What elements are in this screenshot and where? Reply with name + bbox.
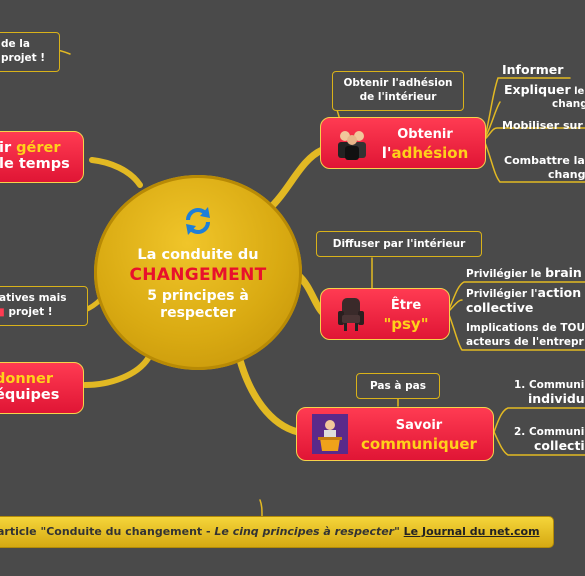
leaf-brain-bold: brain [545,265,582,280]
leaf-combattre-line2: chang [548,168,585,181]
banner-italic-title: Le cinq principes à respecter [214,525,395,538]
leaf-mobiliser[interactable]: Mobiliser sur [502,119,583,132]
left-node-donner-highlight: donner [0,371,53,387]
connector-leaf-c2 [493,431,585,456]
leaf-informer[interactable]: Informer [502,62,564,77]
branch-communiquer-highlight: communiquer [361,435,477,453]
left-node-gerer-line2: le temps [0,156,70,172]
note-adhesion: Obtenir l'adhésion de l'intérieur [332,71,464,111]
leaf-expliquer-rest: le [570,86,585,97]
connector-left-equipes [82,352,153,388]
source-banner: article "Conduite du changement - Le cin… [0,516,554,548]
leaf-implications-line1: Implications de TOU [466,322,585,334]
armchair-icon [338,298,364,331]
note-communiquer: Pas à pas [356,373,440,399]
left-note-top-line1: de la [1,38,30,50]
leaf-implications[interactable]: Implications de TOU acteurs de l'entrepr [466,321,585,349]
leaf-com2-line2: collecti [534,438,585,453]
people-group-icon [338,131,366,160]
leaf-com1-line2: individu [528,391,585,406]
connector-left-temps [89,157,143,188]
leaf-combattre-line1: Combattre la [504,154,585,167]
branch-psy[interactable]: Être "psy" [320,288,450,340]
connector-leaf-p1 [447,281,585,313]
leaf-communi-individu[interactable]: 1. Communi individu [514,378,585,406]
leaf-action-collective[interactable]: Privilégier l'action collective [466,286,581,315]
central-subtitle-line1: 5 principes à [147,288,249,304]
left-node-gerer-highlight: gérer [16,140,61,156]
left-note-middle-line1: atives mais [0,292,67,304]
note-adhesion-line2: de l'intérieur [359,91,437,103]
left-node-gerer-temps[interactable]: ir gérer le temps [0,131,84,183]
branch-adhesion[interactable]: Obtenir l'adhésion [320,117,486,169]
branch-psy-highlight: "psy" [383,315,429,333]
connector-adhesion [264,146,326,214]
branch-adhesion-highlight: adhésion [391,144,469,162]
left-node-gerer-prefix: ir [0,140,17,156]
central-subtitle-line2: respecter [160,305,236,321]
leaf-com1-line1: 1. Communi [514,379,585,391]
central-title-line1: La conduite du [137,247,259,263]
leaf-communi-collecti[interactable]: 2. Communi collecti [514,425,585,453]
connector-leaf-a4 [483,139,585,183]
refresh-cycle-icon [186,207,210,235]
leaf-com2-line1: 2. Communi [514,426,585,438]
central-title-changement: CHANGEMENT [129,265,267,285]
connector-leaf-a2 [483,101,501,141]
connector-banner [259,499,263,517]
leaf-expliquer[interactable]: Expliquer le chang [504,82,585,111]
leaf-brain-text: Privilégier le [466,268,546,280]
branch-communiquer[interactable]: Savoir communiquer [296,407,494,461]
leaf-action-text: Privilégier l' [466,288,538,300]
central-topic[interactable]: La conduite du CHANGEMENT 5 principes à … [94,175,302,370]
branch-communiquer-line1: Savoir [395,418,443,433]
branch-adhesion-prefix: l' [381,144,392,162]
central-subtitle: 5 principes à respecter [94,288,302,322]
branch-adhesion-line1: Obtenir [397,127,453,142]
left-note-top-line2: projet ! [1,52,46,64]
left-node-donner-line2: équipes [0,387,60,403]
connector-leaf-p3 [447,311,585,351]
banner-suffix: " [394,525,404,538]
branch-psy-line1: Être [390,298,422,313]
leaf-action-bold: action [537,285,582,300]
source-link[interactable]: Le Journal du net.com [403,525,540,538]
note-adhesion-line1: Obtenir l'adhésion [343,77,453,89]
note-psy: Diffuser par l'intérieur [316,231,482,257]
speaker-podium-icon [312,414,348,454]
left-note-middle-line2: projet ! [8,306,53,318]
leaf-expliquer-bold: Expliquer [504,82,571,97]
left-note-top: de la projet ! [0,32,60,72]
connector-communiquer [236,356,302,436]
leaf-brain[interactable]: Privilégier le brain [466,266,582,281]
leaf-expliquer-line2: chang [552,98,585,110]
leaf-combattre[interactable]: Combattre la chang [504,154,585,182]
leaf-implications-line2: acteurs de l'entrepr [466,336,584,348]
left-note-middle: atives mais ▮ projet ! [0,286,88,326]
leaf-action-line2: collective [466,300,534,315]
connector-leaf-c1 [493,407,585,433]
left-node-donner-equipes[interactable]: donner équipes [0,362,84,414]
banner-prefix: article "Conduite du changement - [0,525,215,538]
